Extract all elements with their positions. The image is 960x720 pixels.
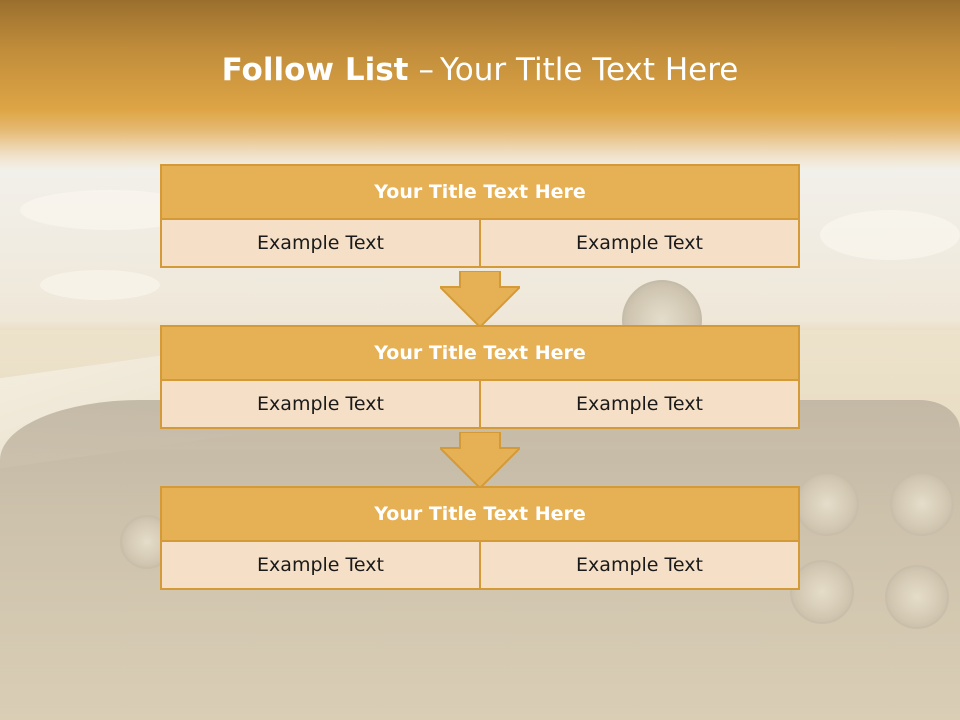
block-cell-right: Example Text [479, 542, 798, 588]
title-dash: – [418, 52, 434, 88]
background-gauge [795, 472, 859, 536]
background-cloud [820, 210, 960, 260]
block-row: Example Text Example Text [160, 381, 800, 429]
background-gauge [890, 472, 954, 536]
block-cell-left: Example Text [257, 554, 384, 576]
background-gauge [885, 565, 949, 629]
block-cell-left: Example Text [257, 393, 384, 415]
block-row: Example Text Example Text [160, 220, 800, 268]
block-cell-left: Example Text [257, 232, 384, 254]
down-arrow-icon [440, 271, 520, 329]
list-block: Your Title Text Here Example Text Exampl… [160, 164, 800, 268]
slide-title: Follow List–Your Title Text Here [0, 52, 960, 88]
title-bold: Follow List [221, 52, 409, 88]
background-cloud [40, 270, 160, 300]
title-rest: Your Title Text Here [439, 52, 739, 88]
down-arrow-icon [440, 432, 520, 490]
block-cell-right: Example Text [479, 220, 798, 266]
list-block: Your Title Text Here Example Text Exampl… [160, 486, 800, 590]
block-title: Your Title Text Here [160, 164, 800, 220]
block-cell-right: Example Text [479, 381, 798, 427]
block-row: Example Text Example Text [160, 542, 800, 590]
block-title: Your Title Text Here [160, 325, 800, 381]
list-block: Your Title Text Here Example Text Exampl… [160, 325, 800, 429]
background-gauge [790, 560, 854, 624]
block-title: Your Title Text Here [160, 486, 800, 542]
